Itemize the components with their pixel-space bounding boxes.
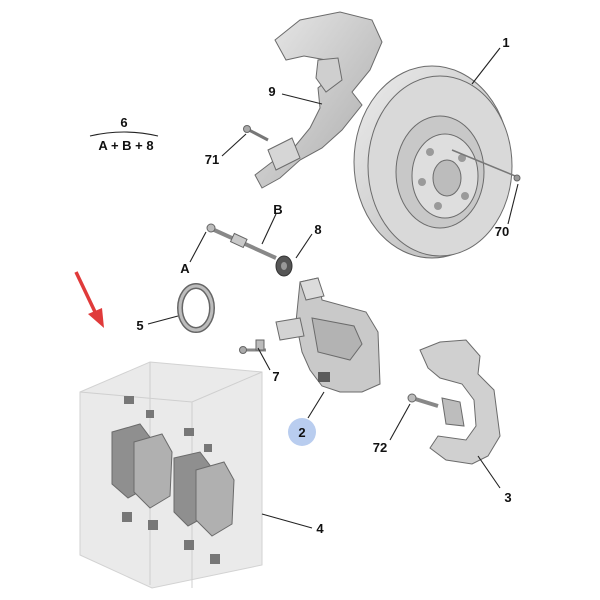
caliper-part bbox=[275, 277, 381, 393]
label-1: 1 bbox=[502, 35, 509, 50]
red-arrow-icon bbox=[74, 271, 104, 328]
label-9: 9 bbox=[268, 84, 275, 99]
guide-pin-part bbox=[206, 223, 277, 260]
label-72: 72 bbox=[373, 440, 387, 455]
label-A: A bbox=[180, 261, 190, 276]
highlight-badge bbox=[288, 418, 316, 446]
brake-disc-part bbox=[353, 65, 521, 259]
label-5: 5 bbox=[136, 318, 143, 333]
group-formula-text: A + B + 8 bbox=[98, 138, 153, 153]
label-3: 3 bbox=[504, 490, 511, 505]
label-8: 8 bbox=[314, 222, 321, 237]
label-B: B bbox=[273, 202, 282, 217]
label-7: 7 bbox=[272, 369, 279, 384]
bracket-bolt-part bbox=[407, 393, 439, 408]
piston-seal-part bbox=[177, 283, 215, 333]
bushing-part bbox=[275, 255, 293, 277]
dust-shield-part bbox=[254, 11, 383, 189]
part-labels: 1 9 71 70 B 8 A 5 7 2 72 3 4 bbox=[136, 35, 511, 536]
label-71: 71 bbox=[205, 152, 219, 167]
group-brace bbox=[89, 131, 159, 137]
leader-lines bbox=[147, 47, 519, 529]
brake-pad-kit-part bbox=[79, 361, 263, 589]
group-formula: 6 A + B + 8 bbox=[89, 115, 159, 153]
label-4: 4 bbox=[316, 521, 324, 536]
group-number: 6 bbox=[120, 115, 127, 130]
label-70: 70 bbox=[495, 224, 509, 239]
bleed-screw-part bbox=[239, 339, 266, 354]
shield-screw-part bbox=[243, 125, 269, 142]
caliper-bracket-part bbox=[419, 339, 501, 465]
label-2: 2 bbox=[298, 425, 305, 440]
disc-bolt-part bbox=[513, 174, 521, 182]
